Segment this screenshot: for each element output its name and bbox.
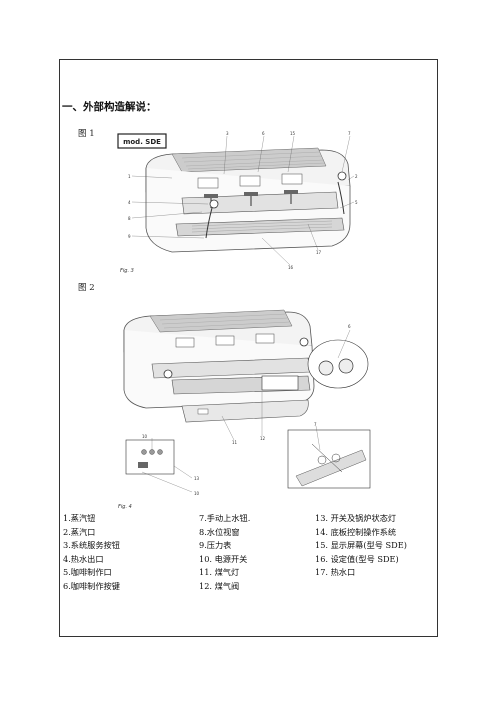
fig2-callout-10: 10 <box>142 434 148 439</box>
legend-item: 15. 显示屏幕(型号 SDE) <box>315 540 407 551</box>
fig1-callout-17: 17 <box>316 250 322 255</box>
fig2-callout-7: 7 <box>314 422 317 427</box>
fig1-callout-4: 4 <box>128 200 131 205</box>
legend-item: 12. 煤气阀 <box>199 580 240 591</box>
fig2-callout-13: 13 <box>194 476 200 481</box>
fig1-callout-3: 3 <box>226 131 229 136</box>
figure2-label: 图 2 <box>78 283 95 293</box>
document-frame <box>59 59 438 637</box>
figure1-caption: Fig. 3 <box>120 268 134 274</box>
legend-item: 2.蒸汽口 <box>63 526 96 537</box>
legend-item: 16. 设定值(型号 SDE) <box>315 553 399 564</box>
fig1-callout-2: 2 <box>355 174 358 179</box>
figure2-caption: Fig. 4 <box>118 504 132 510</box>
legend-item: 10. 电源开关 <box>199 553 248 564</box>
model-tag-box <box>117 133 167 149</box>
fig1-callout-7: 7 <box>348 131 351 136</box>
fig2-callout-11: 11 <box>232 440 238 445</box>
fig1-callout-5: 5 <box>355 200 358 205</box>
fig1-callout-16: 16 <box>288 265 294 270</box>
legend-item: 3.系统服务按钮 <box>63 540 120 551</box>
legend-item: 9.压力表 <box>199 540 232 551</box>
legend-item: 6.咖啡制作按键 <box>63 580 120 591</box>
fig2-callout-6: 6 <box>348 324 351 329</box>
legend-item: 8.水位视窗 <box>199 526 240 537</box>
fig1-callout-6: 6 <box>262 131 265 136</box>
legend-item: 5.咖啡制作口 <box>63 567 112 578</box>
legend-item: 1.蒸汽钮 <box>63 513 96 523</box>
section-title: 一、外部构造解说： <box>62 101 157 113</box>
legend-item: 4.热水出口 <box>63 553 104 564</box>
figure1-label: 图 1 <box>78 129 95 139</box>
legend-column-1: 1.蒸汽钮 2.蒸汽口 3.系统服务按钮 4.热水出口 5.咖啡制作口 6.咖啡… <box>63 512 120 594</box>
fig1-callout-15: 15 <box>290 131 296 136</box>
legend-item: 11. 煤气灯 <box>199 567 240 578</box>
fig2-callout-10b: 10 <box>194 491 200 496</box>
legend-column-2: 7.手动上水钮. 8.水位视窗 9.压力表 10. 电源开关 11. 煤气灯 1… <box>199 512 250 594</box>
fig1-callout-1: 1 <box>128 174 131 179</box>
model-tag-text: mod. SDE <box>123 138 161 146</box>
fig2-callout-12: 12 <box>260 436 266 441</box>
legend-item: 13. 开关及锅炉状态灯 <box>315 513 397 523</box>
legend-item: 7.手动上水钮. <box>199 513 251 523</box>
fig1-callout-9: 9 <box>128 234 131 239</box>
legend-item: 17. 热水口 <box>315 567 356 578</box>
legend-item: 14. 底板控制操作系统 <box>315 526 397 537</box>
figure1-espresso-machine-diagram: mod. SDE 3 6 15 7 1 2 4 8 9 5 <box>117 131 358 274</box>
legend-column-3: 13. 开关及锅炉状态灯 14. 底板控制操作系统 15. 显示屏幕(型号 SD… <box>315 512 407 580</box>
fig1-callout-8: 8 <box>128 216 131 221</box>
figure2-espresso-machine-diagram: 6 7 11 12 10 13 10 Fig. 4 <box>118 309 371 510</box>
